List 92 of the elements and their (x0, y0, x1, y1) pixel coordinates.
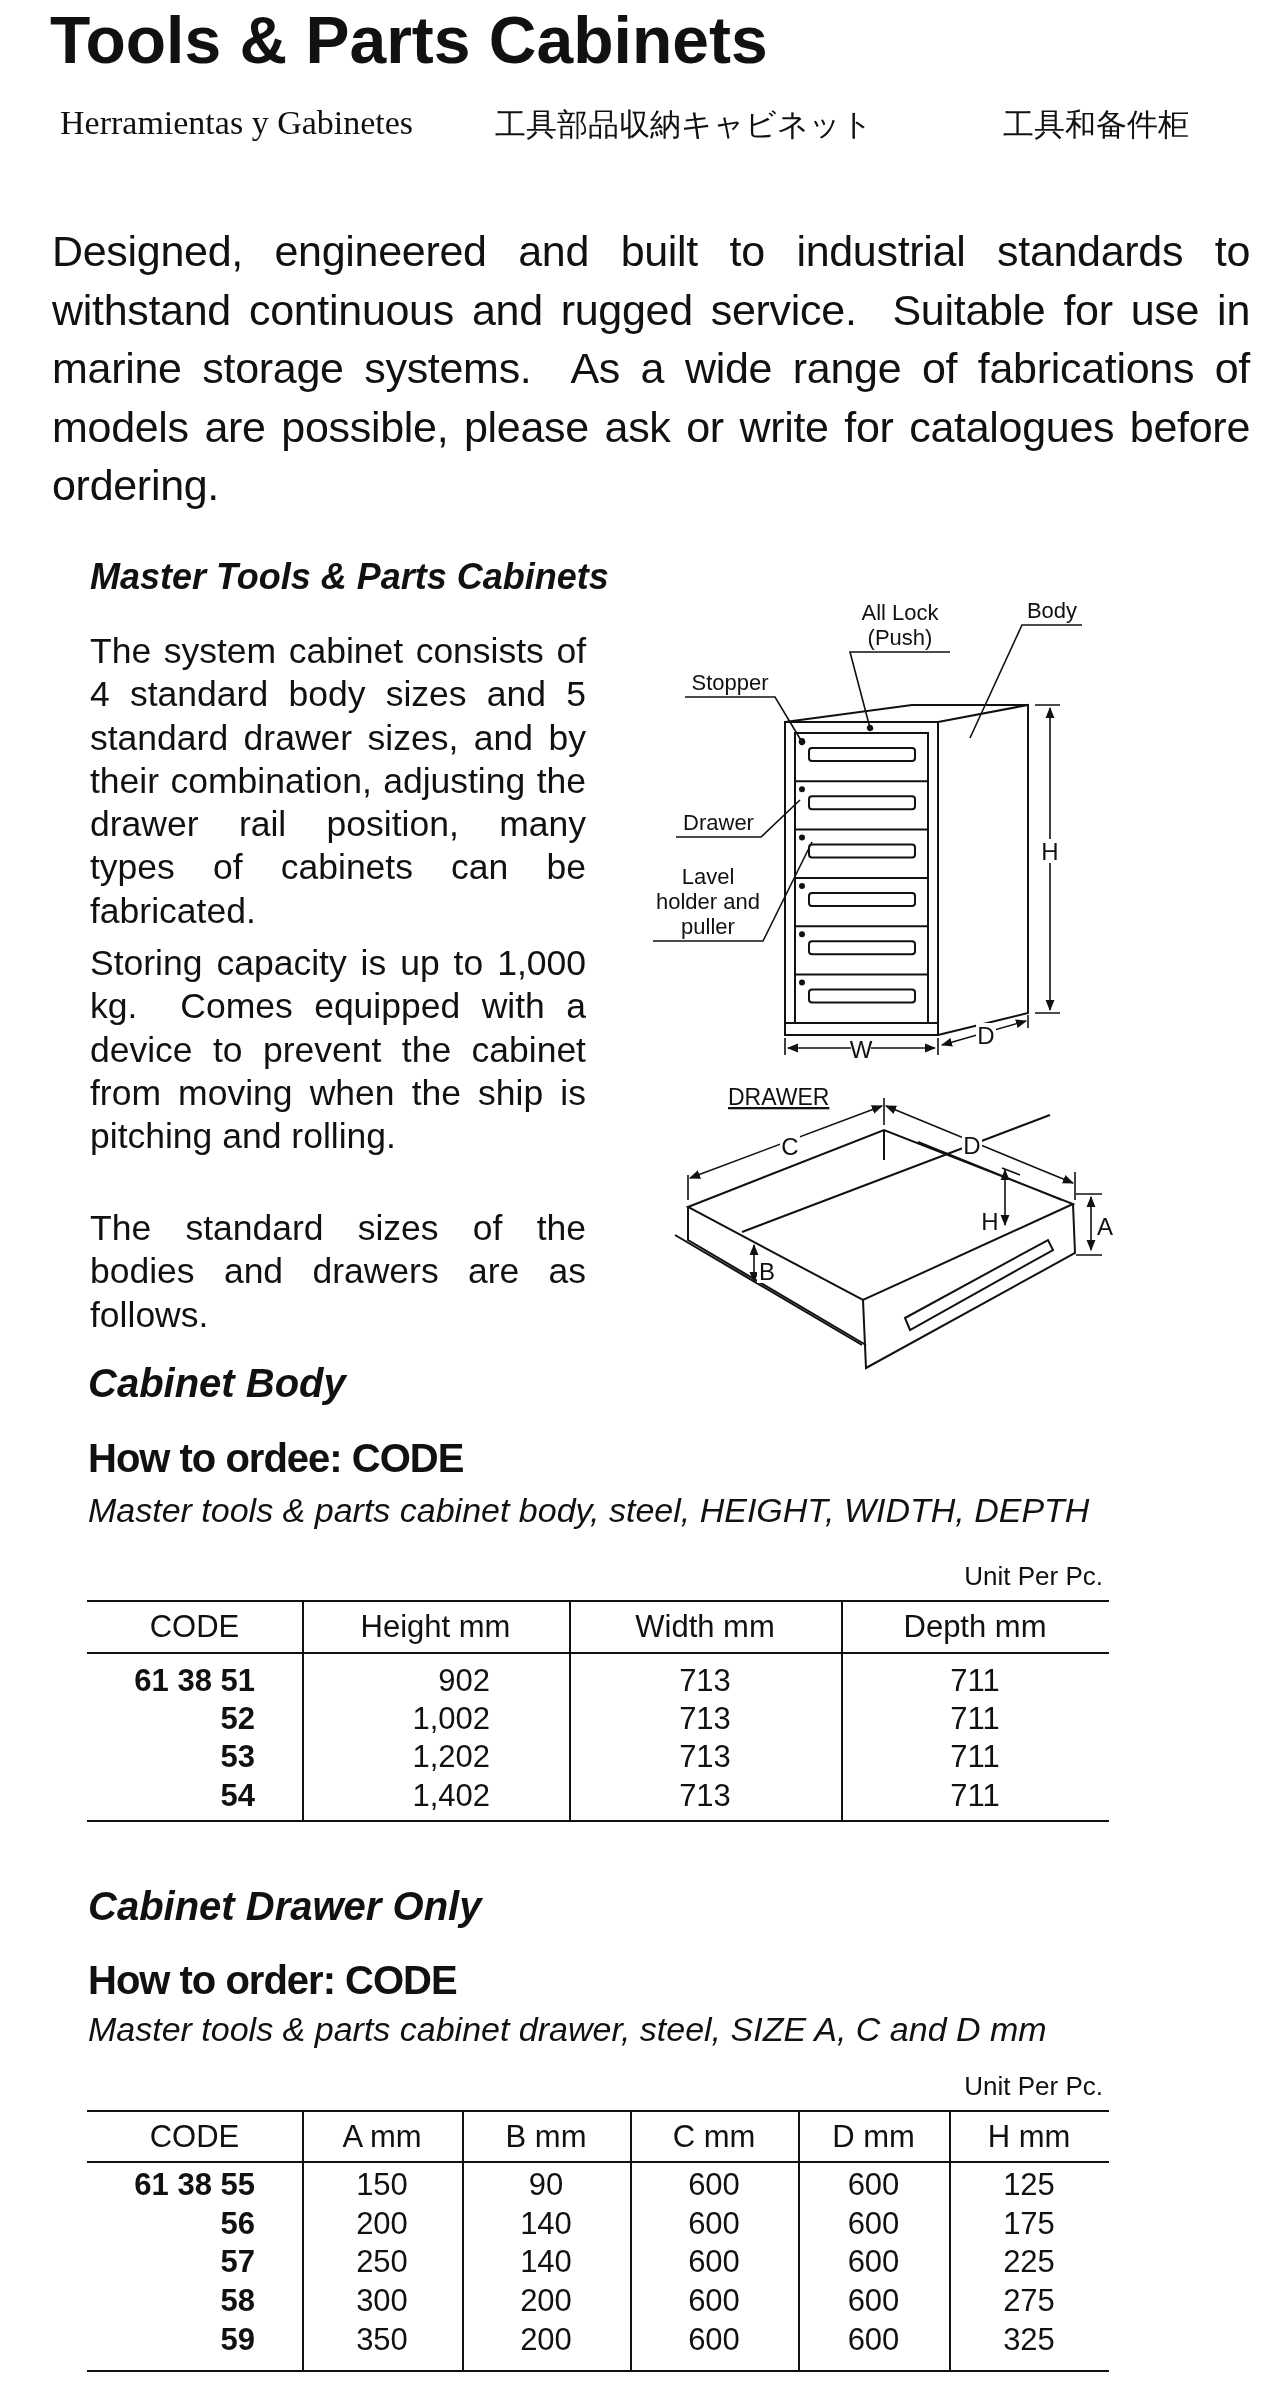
subtitle: 工具和备件柜 (1003, 105, 1189, 144)
table-value: 1,202 (412, 1739, 490, 1775)
product-code: 59 (220, 2322, 255, 2358)
column-header: CODE (148, 1609, 241, 1645)
table-value: 350 (355, 2322, 409, 2358)
table-value: 711 (949, 1739, 1001, 1775)
section-heading: Master Tools & Parts Cabinets (90, 556, 609, 598)
product-code: 58 (220, 2283, 255, 2319)
leader-line (848, 651, 951, 732)
unit-note: Unit Per Pc. (963, 1561, 1103, 1592)
leader-line (684, 696, 806, 746)
table-value: 600 (846, 2244, 901, 2280)
table-value: 200 (519, 2322, 573, 2358)
table-value: 200 (355, 2206, 409, 2242)
dimension-label: H (1041, 838, 1059, 865)
product-code: 61 38 51 (134, 1663, 255, 1699)
table-value: 225 (1002, 2244, 1056, 2280)
dimension-label: A (1097, 1213, 1113, 1240)
table-value: 125 (1002, 2167, 1056, 2203)
table-value: 600 (687, 2244, 741, 2280)
description-paragraph: The system cabinet consists of 4 standard body sizes and 5 standard drawer sizes, and by their combination, adjusting the drawer rail position, many types of cabinets can be fabricated. (90, 630, 586, 933)
dimension-label: C (781, 1133, 799, 1160)
section-heading: Cabinet Body (88, 1361, 346, 1406)
table-value: 600 (846, 2283, 901, 2319)
table-value: 711 (949, 1701, 1001, 1737)
table-value: 600 (687, 2206, 741, 2242)
dimension-label: B (759, 1258, 775, 1285)
intro-paragraph: Designed, engineered and built to industrial standards to withstand continuous and rugged service. Suitable for use in marine storage systems. As a wide range of fabrications of models are possible, please ask or write for catalogues before ordering. (52, 226, 1250, 511)
page-title: Tools & Parts Cabinets (50, 2, 768, 78)
column-header: H mm (986, 2119, 1072, 2155)
table-value: 711 (949, 1663, 1001, 1699)
part-label: Lavel holder and puller (653, 864, 763, 939)
part-label: All Lock (Push) (850, 600, 950, 650)
table-value: 325 (1002, 2322, 1056, 2358)
table-value: 175 (1002, 2206, 1056, 2242)
dimension-label: D (977, 1022, 995, 1049)
section-heading: Cabinet Drawer Only (88, 1884, 482, 1929)
product-code: 57 (220, 2244, 255, 2280)
table-value: 600 (687, 2283, 741, 2319)
subtitle: Herramientas y Gabinetes (60, 104, 414, 142)
table-value: 711 (949, 1778, 1001, 1814)
table-value: 140 (519, 2244, 573, 2280)
order-heading: How to order: CODE (88, 1958, 457, 2003)
table-value: 600 (687, 2322, 741, 2358)
table-value: 150 (355, 2167, 409, 2203)
table-value: 250 (355, 2244, 409, 2280)
product-code: 56 (220, 2206, 255, 2242)
product-code: 61 38 55 (134, 2167, 255, 2203)
order-description: Master tools & parts cabinet drawer, steel, SIZE A, C and D mm (88, 2010, 1047, 2049)
column-header: B mm (504, 2119, 588, 2155)
table-value: 300 (355, 2283, 409, 2319)
table-value: 200 (519, 2283, 573, 2319)
table-value: 140 (519, 2206, 573, 2242)
column-header: C mm (671, 2119, 757, 2155)
description-paragraph: The standard sizes of the bodies and drawers are as follows. (90, 1207, 586, 1337)
table-value: 600 (846, 2206, 901, 2242)
table-value: 1,002 (412, 1701, 490, 1737)
leader-line (652, 841, 813, 942)
table-value: 713 (678, 1739, 732, 1775)
product-code: 54 (220, 1778, 255, 1814)
order-description: Master tools & parts cabinet body, steel, HEIGHT, WIDTH, DEPTH (88, 1490, 1091, 1531)
product-code: 53 (220, 1739, 255, 1775)
dimension-label: H (981, 1208, 999, 1235)
table-value: 713 (678, 1778, 732, 1814)
leader-line (675, 799, 801, 838)
order-heading: How to ordee: CODE (88, 1436, 464, 1481)
product-code: 52 (220, 1701, 255, 1737)
table-value: 1,402 (412, 1778, 490, 1814)
drawing-title: DRAWER (728, 1084, 830, 1110)
unit-note: Unit Per Pc. (963, 2071, 1103, 2102)
table-value: 902 (438, 1663, 490, 1699)
description-paragraph: Storing capacity is up to 1,000 kg. Comes equipped with a device to prevent the cabinet from moving when the ship is pitching and rolling. (90, 942, 586, 1159)
column-header: Width mm (634, 1609, 776, 1645)
column-header: CODE (148, 2119, 241, 2155)
subtitle: 工具部品収納キャビネット (495, 105, 873, 144)
column-header: Height mm (359, 1609, 512, 1645)
column-header: Depth mm (902, 1609, 1048, 1645)
table-value: 713 (678, 1701, 732, 1737)
table-value: 713 (678, 1663, 732, 1699)
part-label: Drawer (676, 810, 761, 835)
part-label: Body (1022, 598, 1082, 623)
part-label: Stopper (685, 670, 775, 695)
table-value: 90 (527, 2167, 565, 2203)
column-header: A mm (341, 2119, 423, 2155)
leader-line (969, 624, 1083, 739)
table-value: 600 (846, 2167, 901, 2203)
dimension-label: D (963, 1132, 981, 1159)
table-value: 600 (846, 2322, 901, 2358)
dimension-label: W (849, 1036, 873, 1063)
column-header: D mm (831, 2119, 916, 2155)
table-value: 275 (1002, 2283, 1056, 2319)
table-value: 600 (687, 2167, 741, 2203)
